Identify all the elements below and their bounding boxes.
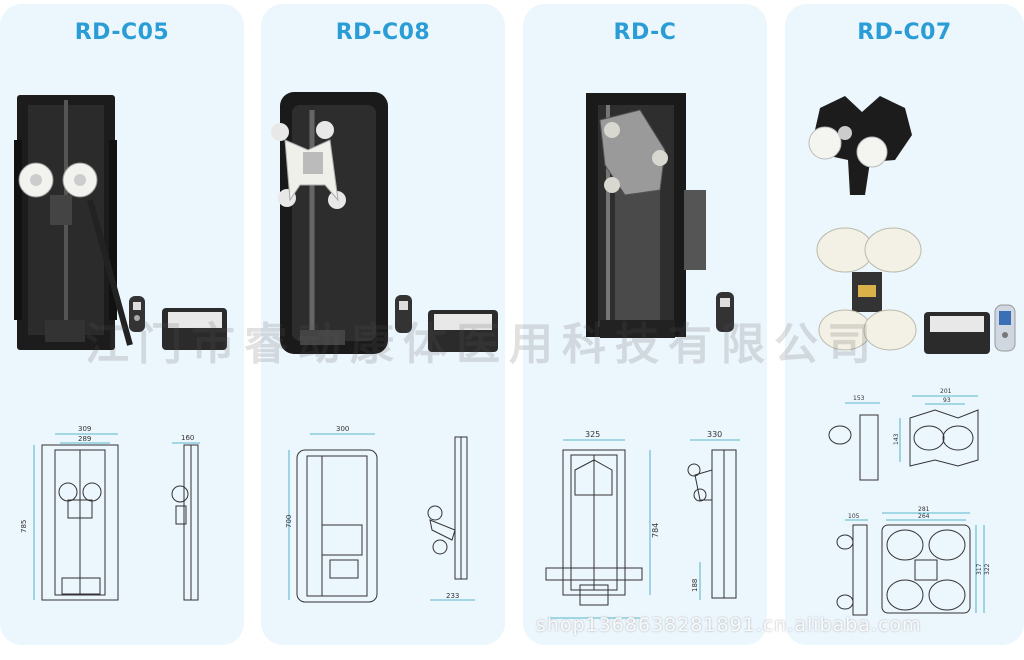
- handheld-remote-icon: [994, 304, 1016, 352]
- dim-label: 264: [918, 513, 930, 520]
- dim-label: 105: [848, 513, 860, 520]
- control-box-icon: [924, 312, 990, 354]
- rd-c05-dimension-lines: [33, 433, 200, 600]
- dim-label: 317: [976, 563, 983, 575]
- rd-c08-lift-photo: [271, 92, 388, 354]
- dim-label: 281: [918, 506, 930, 513]
- dim-label: 143: [893, 433, 900, 445]
- rd-c08-side-drawing: [427, 436, 468, 580]
- rd-c08-dimension-lines: [288, 433, 475, 601]
- rd-c07-motor-photo: [808, 96, 912, 195]
- rd-c-lift-photo: [586, 93, 706, 338]
- rd-c07-assembly-photo: [816, 227, 922, 351]
- rd-c07-bottom-drawing: [836, 524, 971, 616]
- rd-c-front-drawing: [545, 449, 643, 606]
- handheld-remote-icon: [395, 295, 412, 333]
- handheld-remote-icon: [716, 292, 734, 332]
- rd-c-side-drawing: [687, 449, 737, 599]
- rd-c07-bottom-dimension-lines: [845, 512, 985, 613]
- dim-label: 309: [78, 425, 91, 433]
- rd-c07-top-drawing: [828, 409, 979, 481]
- company-watermark: 江门市睿动康体医用科技有限公司: [85, 319, 880, 370]
- dim-label: 784: [651, 523, 660, 538]
- dim-label: 785: [20, 520, 28, 533]
- product-title: RD-C07: [857, 20, 952, 45]
- rd-c07-top-dimension-lines: [845, 395, 978, 462]
- dim-label: 325: [585, 430, 600, 439]
- rd-c05-front-drawing: [41, 444, 119, 601]
- dim-label: 322: [984, 563, 991, 575]
- control-box-icon: [162, 308, 227, 350]
- rd-c-dimension-lines: [548, 439, 740, 619]
- control-box-icon: [428, 310, 498, 352]
- handheld-remote-icon: [129, 296, 145, 332]
- dim-label: 188: [691, 579, 699, 592]
- dim-label: 330: [707, 430, 722, 439]
- dim-label: 233: [446, 592, 459, 600]
- product-title: RD-C08: [335, 20, 431, 45]
- dim-label: 153: [853, 395, 865, 402]
- dim-label: 201: [940, 388, 952, 395]
- shop-url-watermark: shop1368638281891.cn.alibaba.com: [536, 614, 922, 636]
- dim-label: 93: [943, 397, 951, 404]
- rd-c08-front-drawing: [296, 449, 378, 603]
- dim-label: 300: [336, 425, 349, 433]
- dim-label: 289: [78, 435, 91, 443]
- product-title: RD-C05: [74, 20, 170, 45]
- dim-label: 700: [285, 515, 293, 528]
- dim-label: 160: [181, 434, 194, 442]
- product-title: RD-C: [613, 20, 677, 45]
- rd-c05-lift-photo: [14, 95, 133, 350]
- rd-c05-side-drawing: [171, 444, 199, 601]
